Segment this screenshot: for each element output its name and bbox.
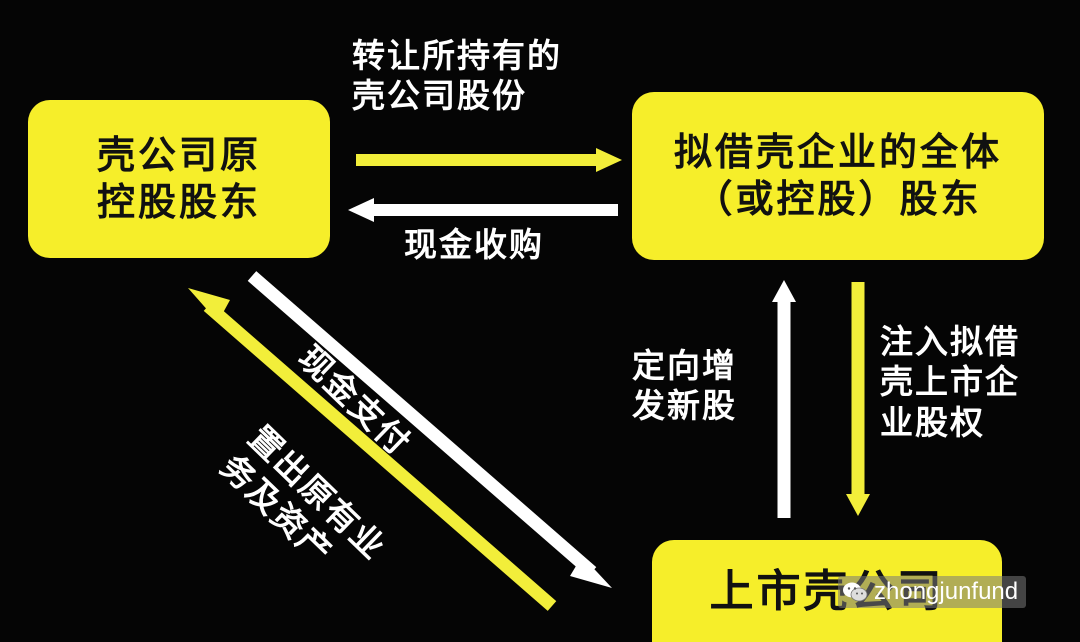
arrow-inject-equity [846,282,870,516]
arrow-dispose-assets [188,288,557,611]
node-borrowing-enterprise-shareholders: 拟借壳企业的全体 （或控股）股东 [632,92,1044,260]
edge-label-cash-acquisition: 现金收购 [404,225,544,264]
node-label: 壳公司原 控股股东 [96,132,261,225]
arrow-transfer-shares [356,148,622,172]
edge-label-directed-issuance: 定向增 发新股 [632,346,737,426]
watermark-text: zhongjunfund [874,578,1019,605]
edge-label-inject-equity: 注入拟借 壳上市企 业股权 [880,322,1020,442]
wechat-icon [843,582,868,602]
arrow-directed-issuance [772,280,796,518]
node-shell-original-shareholders: 壳公司原 控股股东 [28,100,330,258]
edge-label-transfer-shares: 转让所持有的 壳公司股份 [352,36,562,116]
node-label: 拟借壳企业的全体 （或控股）股东 [673,129,1002,222]
arrow-cash-acquisition [348,198,618,222]
watermark: zhongjunfund [838,576,1027,608]
arrow-cash-payment [247,271,612,588]
